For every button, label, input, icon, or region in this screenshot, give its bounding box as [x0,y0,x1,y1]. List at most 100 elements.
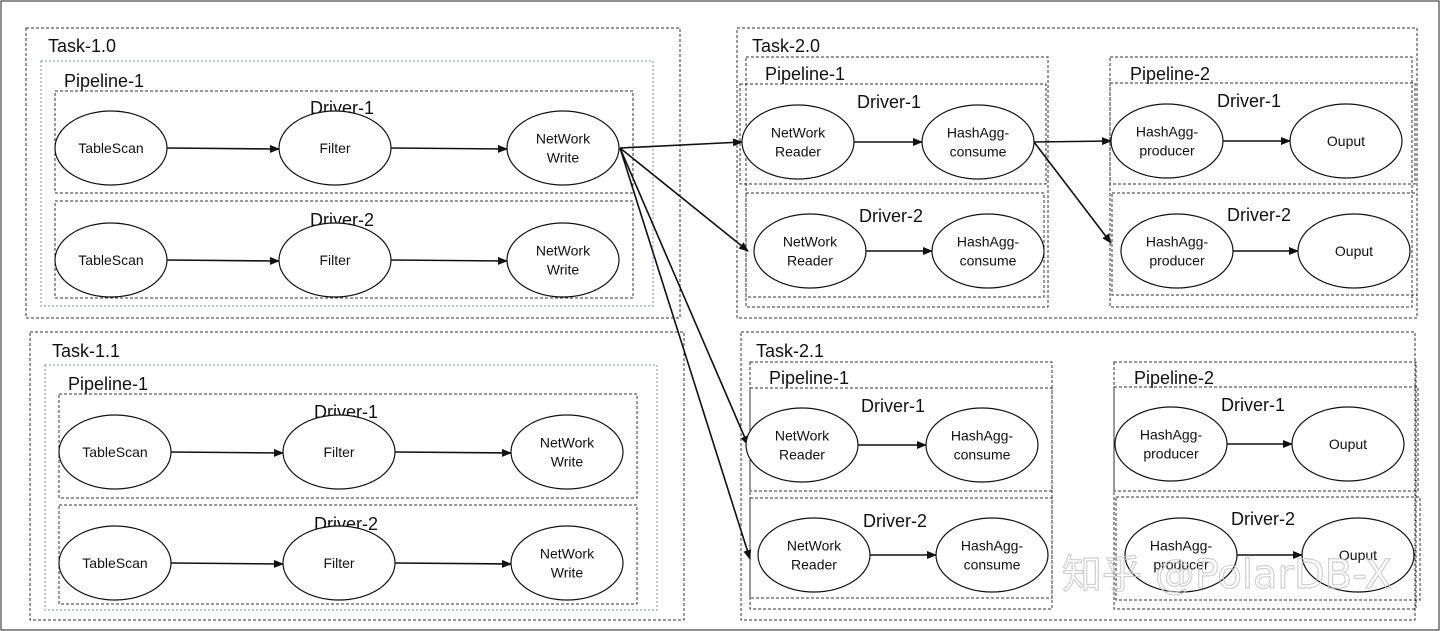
operator-label: HashAgg-consume [947,125,1010,160]
driver-box [1109,82,1416,185]
operator-label: Filter [323,555,354,571]
operator-node [931,213,1045,289]
shuffle-arrow [619,138,743,149]
operator-label: TableScan [78,252,143,268]
task-label: Task-2.1 [756,341,824,361]
operator-node [753,213,867,289]
operator-label: HashAgg-producer [1140,427,1203,462]
flow-arrow [166,144,280,153]
operator-node [54,110,168,186]
operator-node [1291,406,1405,482]
pipeline-label: Pipeline-1 [765,64,845,84]
operator-node [58,525,172,601]
flow-arrow [170,448,284,457]
driver-box [749,497,1053,599]
operator-node [506,110,620,186]
operator-node [1301,517,1415,593]
shuffle-arrow [1033,141,1112,244]
operator-node [1110,103,1224,179]
flow-arrow [394,448,512,457]
operator-node [925,407,1039,483]
operator-node [510,414,624,490]
pipeline-box [1113,361,1417,610]
operator-label: HashAgg-consume [961,538,1024,573]
task-label: Task-2.0 [752,36,820,56]
operator-node [1120,213,1234,289]
flow-arrow [390,256,508,265]
driver-box [54,200,634,299]
task-box [25,27,681,319]
pipeline-label: Pipeline-1 [64,71,144,91]
watermark: 知乎 @PolarDB-X [1061,548,1422,598]
operator-label: Ouput [1329,436,1367,452]
driver-label: Driver-2 [863,511,927,531]
operator-label: TableScan [78,140,143,156]
pipeline-box [40,60,654,307]
operator-node [282,525,396,601]
pipeline-label: Pipeline-1 [769,368,849,388]
operator-label: HashAgg-consume [951,428,1014,463]
driver-box [1115,496,1421,601]
shuffle-arrow [619,147,749,446]
flow-arrow [170,559,284,568]
task-box [740,331,1416,621]
operator-label: Ouput [1339,547,1377,563]
operator-label: HashAgg-producer [1146,234,1209,269]
operator-node [278,110,392,186]
pipeline-box [44,364,658,611]
operator-label: Filter [323,444,354,460]
driver-label: Driver-2 [859,206,923,226]
task-label: Task-1.1 [52,341,120,361]
flow-arrow [166,256,280,265]
pipeline-label: Pipeline-1 [68,374,148,394]
driver-box [58,393,638,499]
operator-label: Filter [319,140,350,156]
operator-label: HashAgg-producer [1136,124,1199,159]
driver-label: Driver-1 [1217,91,1281,111]
pipeline-box [749,361,1053,610]
driver-label: Driver-2 [1227,205,1291,225]
operator-label: HashAgg-producer [1150,538,1213,573]
operator-node [741,104,855,180]
shuffle-arrow [619,147,749,252]
operator-node [278,222,392,298]
operator-node [1124,517,1238,593]
flow-arrow [390,144,508,153]
task-box [736,27,1418,319]
driver-box [58,504,638,605]
pipeline-label: Pipeline-2 [1130,64,1210,84]
operator-node [506,222,620,298]
pipeline-box [1109,56,1413,308]
shuffle-arrow [619,147,752,560]
operator-label: Filter [319,252,350,268]
driver-box [739,83,1047,185]
operator-node [1114,406,1228,482]
operator-node [282,414,396,490]
operator-label: Ouput [1327,133,1365,149]
operator-label: TableScan [82,444,147,460]
flow-arrow [394,559,512,568]
task-box [29,331,685,621]
operator-label: Ouput [1335,243,1373,259]
operator-node [921,104,1035,180]
operator-node [1297,213,1411,289]
operator-label: TableScan [82,555,147,571]
task-label: Task-1.0 [48,36,116,56]
operator-node [757,517,871,593]
pipeline-box [745,56,1049,308]
driver-label: Driver-1 [861,396,925,416]
driver-label: Driver-2 [1231,509,1295,529]
driver-box [1113,386,1419,492]
operator-node [1289,103,1403,179]
driver-label: Driver-1 [857,92,921,112]
operator-node [745,407,859,483]
driver-box [1111,192,1418,296]
